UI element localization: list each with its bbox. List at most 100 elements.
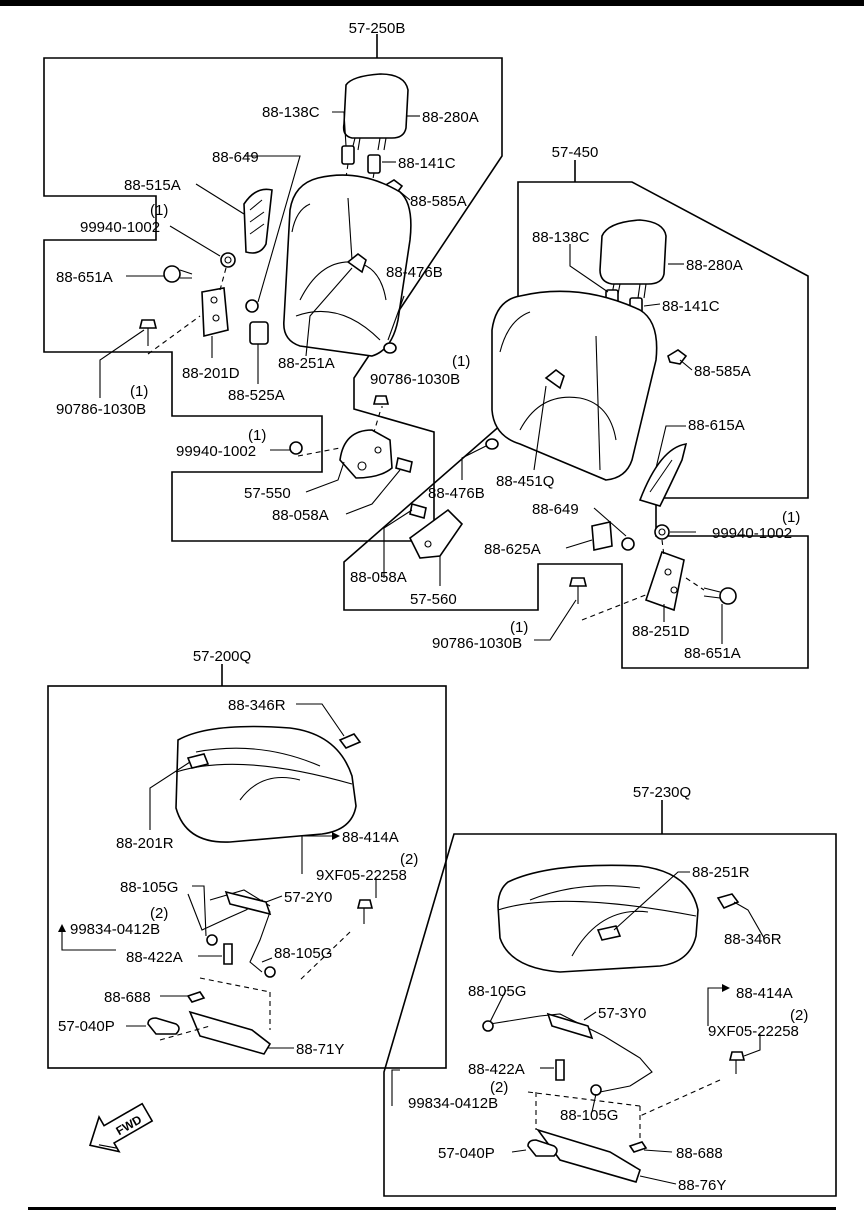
- nut-99940-1002-mid: [289, 441, 303, 455]
- part-label: 88-585A: [694, 363, 751, 380]
- part-label: 88-71Y: [296, 1041, 344, 1058]
- part-label: 57-040P: [438, 1145, 495, 1162]
- part-label: 88-615A: [688, 417, 745, 434]
- part-label: 88-515A: [124, 177, 181, 194]
- part-label: 88-105G: [120, 879, 178, 896]
- part-label: 88-251D: [632, 623, 690, 640]
- clip-88-346r-left: [338, 733, 362, 749]
- headrest-88-280a-right: [599, 219, 667, 285]
- clip-88-688-right: [628, 1141, 648, 1153]
- part-label: 90786-1030B: [432, 635, 522, 652]
- bracket-88-625a: [591, 521, 613, 551]
- part-label: 90786-1030B: [56, 401, 146, 418]
- part-label: (2): [490, 1079, 508, 1096]
- bottom-border: [28, 1207, 836, 1210]
- assembly-boundary-57-450: [343, 160, 809, 669]
- part-label: (1): [150, 202, 168, 219]
- part-label: 88-280A: [686, 257, 743, 274]
- group-label-57-450: 57-450: [552, 144, 599, 161]
- part-label: 88-105G: [560, 1107, 618, 1124]
- part-label: 88-414A: [736, 985, 793, 1002]
- part-label: 88-422A: [126, 949, 183, 966]
- bolt-88-422a-right: [555, 1059, 565, 1081]
- part-labels: 57-250B 57-450 57-200Q 57-230Q 88-138C 8…: [56, 20, 808, 1194]
- trim-88-515a: [243, 188, 273, 254]
- part-label: 88-476B: [428, 485, 485, 502]
- part-label: 88-138C: [262, 104, 320, 121]
- part-label: 88-525A: [228, 387, 285, 404]
- hook-88-105g-a: [206, 934, 218, 946]
- part-label: 88-251R: [692, 864, 750, 881]
- part-label: 88-625A: [484, 541, 541, 558]
- hook-88-105g-b: [264, 966, 276, 978]
- part-label: 88-651A: [684, 645, 741, 662]
- part-label: (2): [150, 905, 168, 922]
- tag-88-201r: [186, 753, 210, 769]
- part-label: 88-476B: [386, 264, 443, 281]
- part-label: 99940-1002: [176, 443, 256, 460]
- nut-99940-1002: [220, 252, 236, 268]
- grommet-88-476b-right: [485, 438, 499, 450]
- bolt-90786-1030b-left: [138, 319, 158, 329]
- frame-57-2y0: [224, 890, 272, 916]
- part-label: (2): [400, 851, 418, 868]
- clip-88-688: [186, 991, 206, 1003]
- assembly-57-200q: [47, 664, 447, 1069]
- bolt-88-058a-lower: [409, 502, 427, 520]
- assembly-boundary-57-250b: [43, 34, 503, 542]
- seatback-88-451q: [491, 290, 658, 481]
- part-label: 88-688: [676, 1145, 723, 1162]
- part-label: 88-346R: [228, 697, 286, 714]
- bolt-9xf05-22258-right: [728, 1051, 746, 1061]
- frame-57-3y0: [546, 1012, 594, 1040]
- part-label: (2): [790, 1007, 808, 1024]
- group-label-57-200q: 57-200Q: [193, 648, 251, 665]
- bolt-88-651a: [163, 265, 181, 283]
- part-label: 88-201D: [182, 365, 240, 382]
- clip-88-346r-right: [716, 893, 740, 910]
- part-label: 88-251A: [278, 355, 335, 372]
- part-label: 88-414A: [342, 829, 399, 846]
- bracket-88-525a: [249, 321, 269, 345]
- clip-88-649-right: [621, 537, 635, 551]
- part-label: 88-651A: [56, 269, 113, 286]
- rail-88-71y: [188, 1010, 272, 1055]
- part-label: 99940-1002: [80, 219, 160, 236]
- group-label-57-230q: 57-230Q: [633, 784, 691, 801]
- part-label: 88-422A: [468, 1061, 525, 1078]
- lock-57-550: [339, 429, 393, 479]
- assembly-boundary-57-200q: [47, 685, 447, 1069]
- grommet-88-476b-left: [383, 342, 397, 354]
- part-label: 88-688: [104, 989, 151, 1006]
- tag-88-451q: [544, 368, 565, 390]
- hook-88-105g-d: [590, 1084, 602, 1096]
- bolt-88-651a-right: [719, 587, 737, 605]
- hinge-88-201d: [201, 287, 229, 338]
- bolt-9xf05-22258: [356, 899, 374, 909]
- part-label: 88-141C: [398, 155, 456, 172]
- nut-99940-1002-right: [654, 524, 670, 540]
- part-label: 88-141C: [662, 298, 720, 315]
- part-label: 90786-1030B: [370, 371, 460, 388]
- cover-57-040p-right: [527, 1139, 558, 1157]
- headrest-guide-88-141c: [367, 154, 381, 174]
- assembly-57-450: [343, 160, 809, 669]
- assembly-57-230q: [383, 800, 837, 1197]
- part-label: (1): [130, 383, 148, 400]
- part-label: 88-138C: [532, 229, 590, 246]
- part-label: (1): [248, 427, 266, 444]
- rail-88-76y: [535, 1128, 641, 1183]
- bolt-88-058a-upper: [395, 456, 413, 474]
- part-label: 9XF05-22258: [316, 867, 407, 884]
- assembly-57-250b: [43, 34, 503, 542]
- part-label: 88-105G: [468, 983, 526, 1000]
- part-label: 88-76Y: [678, 1177, 726, 1194]
- group-label-57-250b: 57-250B: [349, 20, 406, 37]
- part-label: 57-3Y0: [598, 1005, 646, 1022]
- part-label: 57-040P: [58, 1018, 115, 1035]
- cover-57-040p: [147, 1017, 180, 1035]
- part-label: 9XF05-22258: [708, 1023, 799, 1040]
- clip-88-585a-right: [667, 349, 688, 365]
- part-label: (1): [510, 619, 528, 636]
